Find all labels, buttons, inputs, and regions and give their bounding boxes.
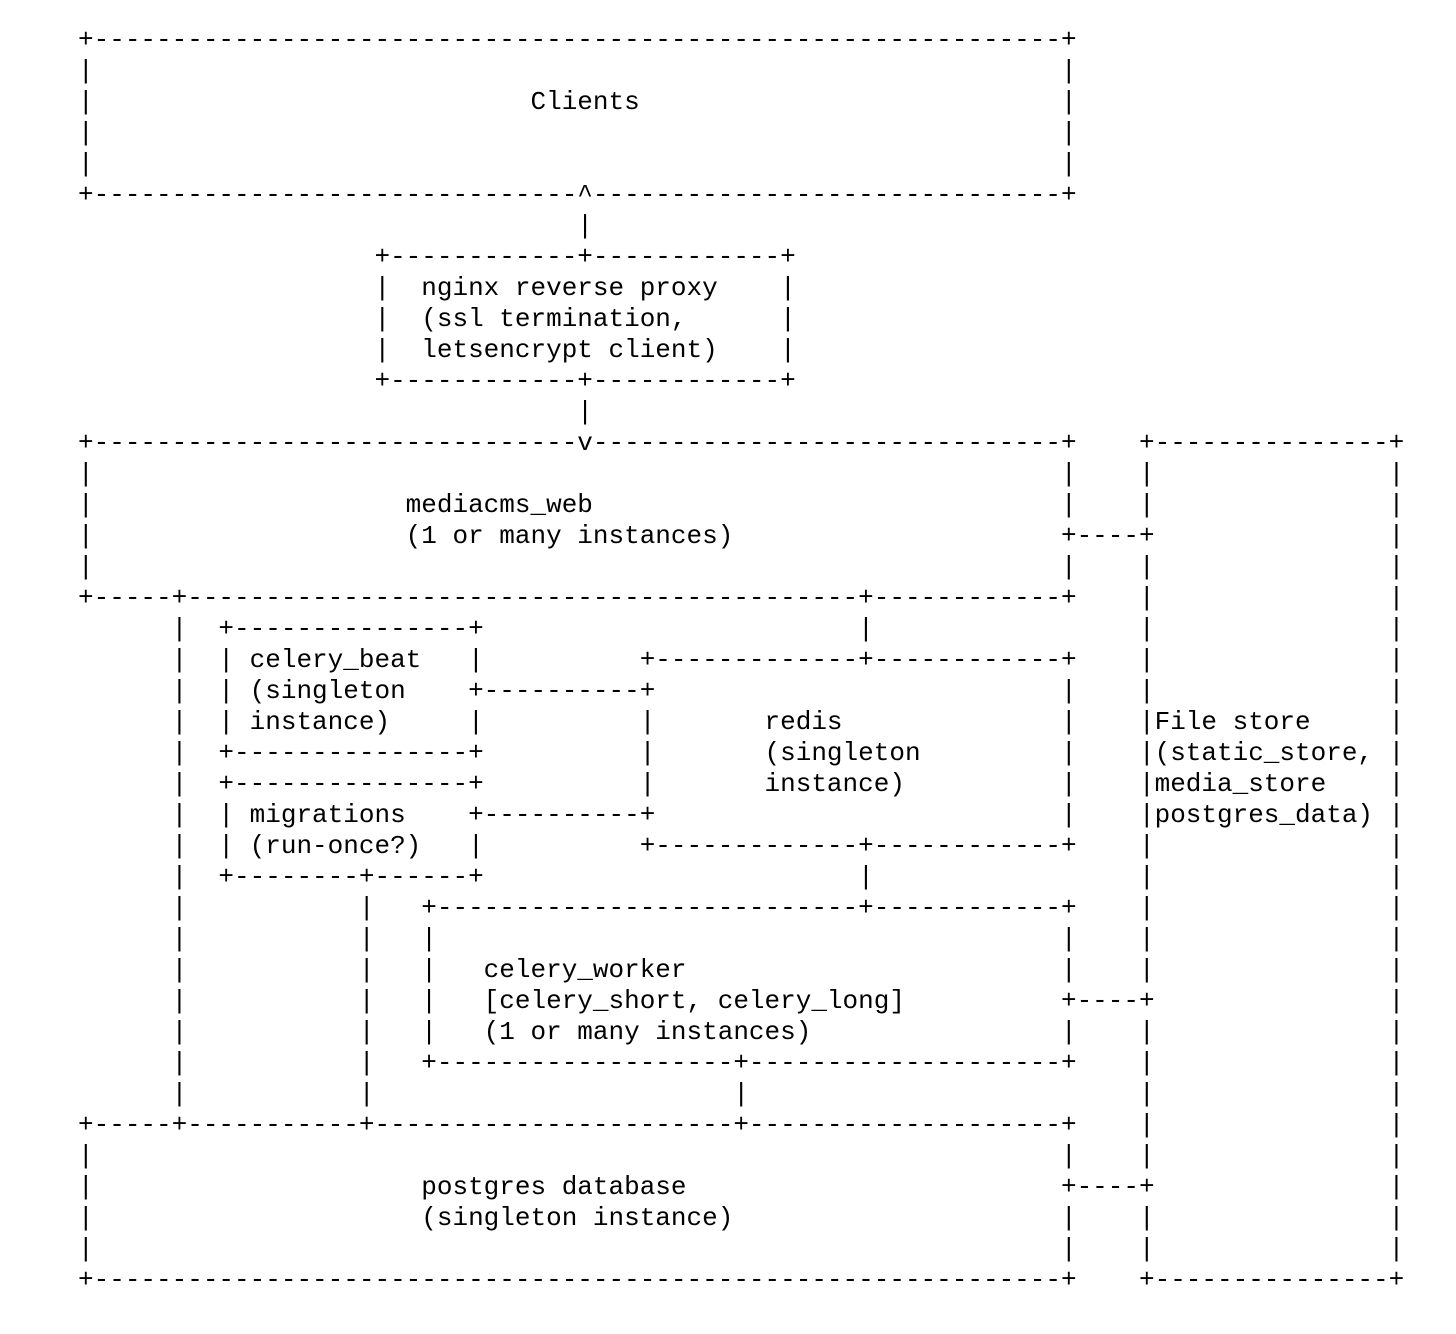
- ascii-diagram-text: +---------------------------------------…: [78, 25, 1405, 1295]
